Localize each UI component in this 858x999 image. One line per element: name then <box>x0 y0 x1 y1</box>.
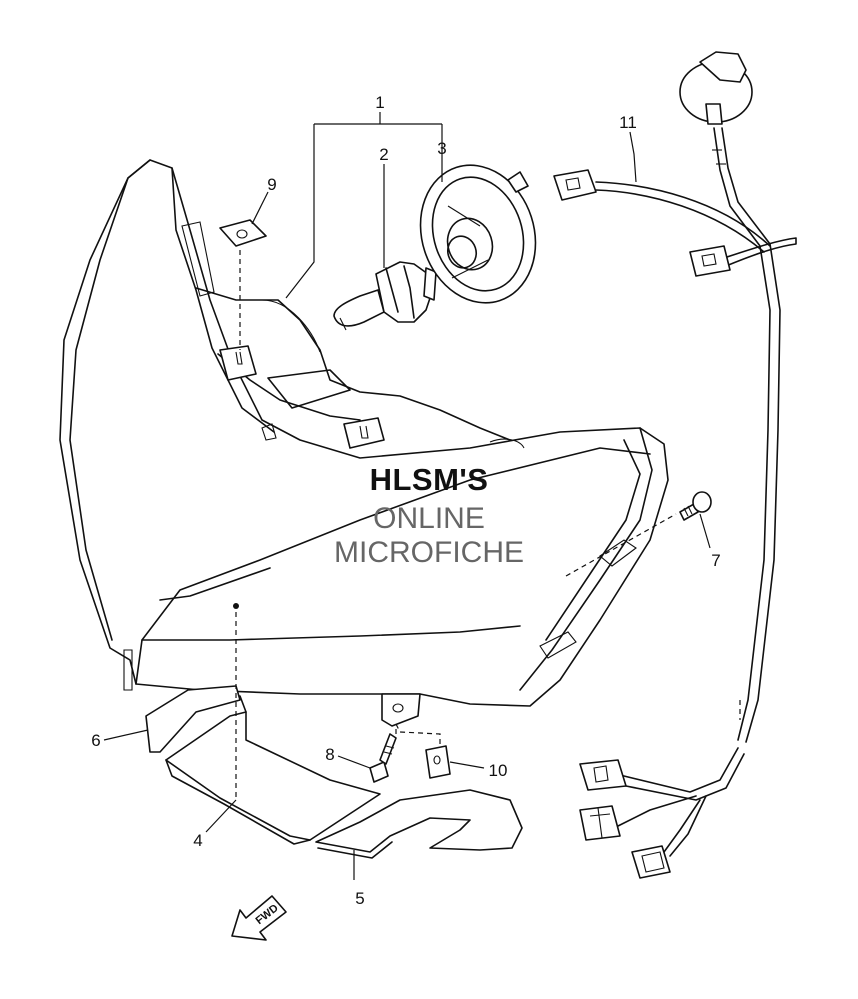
center-dot <box>233 603 239 609</box>
callout-2: 2 <box>379 145 388 164</box>
callout-10: 10 <box>489 761 508 780</box>
watermark-line-3: MICROFICHE <box>334 536 524 569</box>
callout-11: 11 <box>619 113 637 132</box>
wiring-harness <box>553 51 797 879</box>
callout-6: 6 <box>91 731 100 750</box>
watermark-line-1: HLSM'S <box>369 462 489 497</box>
callout-8: 8 <box>325 745 334 764</box>
leader-lines <box>103 112 711 880</box>
fwd-arrow: FWD <box>231 895 287 941</box>
screw-8 <box>369 720 397 783</box>
screw-7 <box>565 491 712 577</box>
seal-6 <box>145 685 241 753</box>
headlamp-bulb <box>333 261 437 331</box>
callout-4: 4 <box>193 831 202 850</box>
headlamp-inner <box>195 287 525 449</box>
callout-numbers: 1 2 3 4 5 6 7 8 9 10 11 <box>91 93 720 908</box>
callout-7: 7 <box>711 551 720 570</box>
callout-9: 9 <box>267 175 276 194</box>
callout-1: 1 <box>375 93 384 112</box>
callout-5: 5 <box>355 889 364 908</box>
under-cover-5 <box>315 789 523 859</box>
callout-3: 3 <box>437 139 446 158</box>
socket-cover <box>419 164 537 304</box>
watermark-line-2: ONLINE <box>373 502 485 535</box>
nut-9 <box>219 219 267 350</box>
nut-10 <box>381 693 451 779</box>
under-cover-4 <box>165 695 381 845</box>
